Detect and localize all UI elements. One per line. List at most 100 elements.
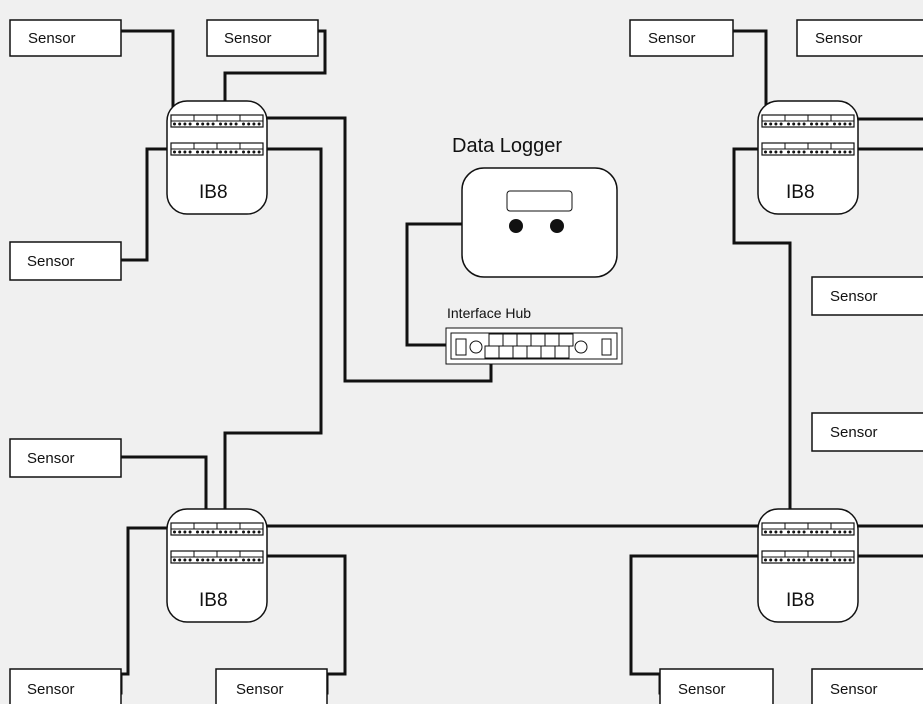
hub-port-cell [526, 345, 542, 359]
terminal-pin [252, 558, 256, 562]
terminal-pin [848, 122, 852, 126]
terminal-pin [257, 122, 261, 126]
sensor-label: Sensor [830, 681, 878, 698]
terminal-pin [206, 122, 210, 126]
sensor-label: Sensor [27, 681, 75, 698]
terminal-pin [838, 558, 842, 562]
terminal-pin [825, 558, 829, 562]
terminal-pin [173, 122, 176, 126]
terminal-pin [787, 150, 790, 154]
terminal-pin [815, 150, 819, 154]
terminal-pin [792, 150, 796, 154]
terminal-pin [815, 530, 819, 534]
terminal-pin [769, 122, 773, 126]
terminal-pin [825, 122, 829, 126]
terminal-pin [769, 150, 773, 154]
terminal-pin [247, 150, 251, 154]
terminal-pin [219, 122, 222, 126]
terminal-pin [769, 558, 773, 562]
terminal-pin [247, 558, 251, 562]
terminal-pin [224, 122, 228, 126]
hub-port-cell [498, 345, 514, 359]
terminal-pin [792, 558, 796, 562]
sensor-label: Sensor [224, 30, 272, 47]
hub-port-cell [530, 333, 546, 347]
terminal-pin [211, 558, 215, 562]
hub-port-cell [488, 333, 504, 347]
terminal-pin [196, 558, 199, 562]
wire-ib8-tr-to-ib8-br [732, 147, 792, 524]
interface-hub: Interface Hub [445, 305, 623, 365]
wire-ib8-tl-to-ib8-bl [223, 147, 323, 524]
terminal-pin [774, 150, 778, 154]
terminal-pin [787, 558, 790, 562]
terminal-pin [178, 122, 182, 126]
terminal-pin [201, 122, 205, 126]
terminal-pin [815, 558, 819, 562]
terminal-pin [219, 150, 222, 154]
terminal-pin [843, 530, 847, 534]
ib8-hub-bottom-right: IB8 [757, 508, 859, 623]
interface-hub-ports [484, 333, 574, 359]
terminal-pin [178, 150, 182, 154]
sensor-tr2: Sensor [796, 19, 923, 57]
terminal-pin [201, 558, 205, 562]
data-logger: Data Logger [452, 135, 618, 278]
terminal-pin [183, 122, 187, 126]
hub-port-cell [558, 333, 574, 347]
sensor-label: Sensor [28, 30, 76, 47]
terminal-pin [833, 150, 836, 154]
interface-hub-port-right [601, 338, 612, 356]
terminal-pin [183, 558, 187, 562]
sensor-bl1: Sensor [9, 668, 122, 704]
data-logger-body [461, 167, 618, 278]
terminal-pin [825, 150, 829, 154]
data-logger-title: Data Logger [452, 135, 562, 157]
terminal-cell [239, 142, 264, 150]
sensor-label: Sensor [27, 450, 75, 467]
hub-port-cell [540, 345, 556, 359]
terminal-pin [779, 558, 783, 562]
terminal-pin [188, 558, 192, 562]
data-logger-knob-left [509, 219, 523, 233]
hub-port-cell [512, 345, 528, 359]
sensor-r2: Sensor [811, 412, 923, 452]
terminal-pin [201, 150, 205, 154]
terminal-cell [239, 550, 264, 558]
interface-hub-port-left [455, 338, 467, 356]
terminal-pin [802, 150, 806, 154]
data-logger-display [506, 190, 573, 212]
terminal-pin [810, 558, 813, 562]
terminal-pin [779, 150, 783, 154]
sensor-bl2: Sensor [215, 668, 328, 704]
terminal-pin [234, 558, 238, 562]
interface-hub-led-right [574, 340, 588, 354]
terminal-cell [830, 522, 855, 530]
sensor-tl2: Sensor [206, 19, 319, 57]
terminal-pin [810, 530, 813, 534]
sensor-r1: Sensor [811, 276, 923, 316]
sensor-tr1: Sensor [629, 19, 734, 57]
terminal-pin [792, 530, 796, 534]
sensor-label: Sensor [830, 288, 878, 305]
terminal-pin [196, 122, 199, 126]
terminal-pin [797, 530, 801, 534]
hub-port-cell [544, 333, 560, 347]
terminal-pin [257, 558, 261, 562]
terminal-pin [787, 530, 790, 534]
terminal-pin [178, 558, 182, 562]
terminal-pin [247, 122, 251, 126]
ib8-hub-bottom-left: IB8 [166, 508, 268, 623]
terminal-pin [183, 530, 187, 534]
terminal-pin [183, 150, 187, 154]
terminal-cell [830, 550, 855, 558]
terminal-pin [838, 122, 842, 126]
terminal-pin [833, 122, 836, 126]
sensor-label: Sensor [678, 681, 726, 698]
terminal-pin [219, 558, 222, 562]
terminal-pin [242, 150, 245, 154]
terminal-pin [178, 530, 182, 534]
terminal-pin [787, 122, 790, 126]
terminal-pin [810, 122, 813, 126]
